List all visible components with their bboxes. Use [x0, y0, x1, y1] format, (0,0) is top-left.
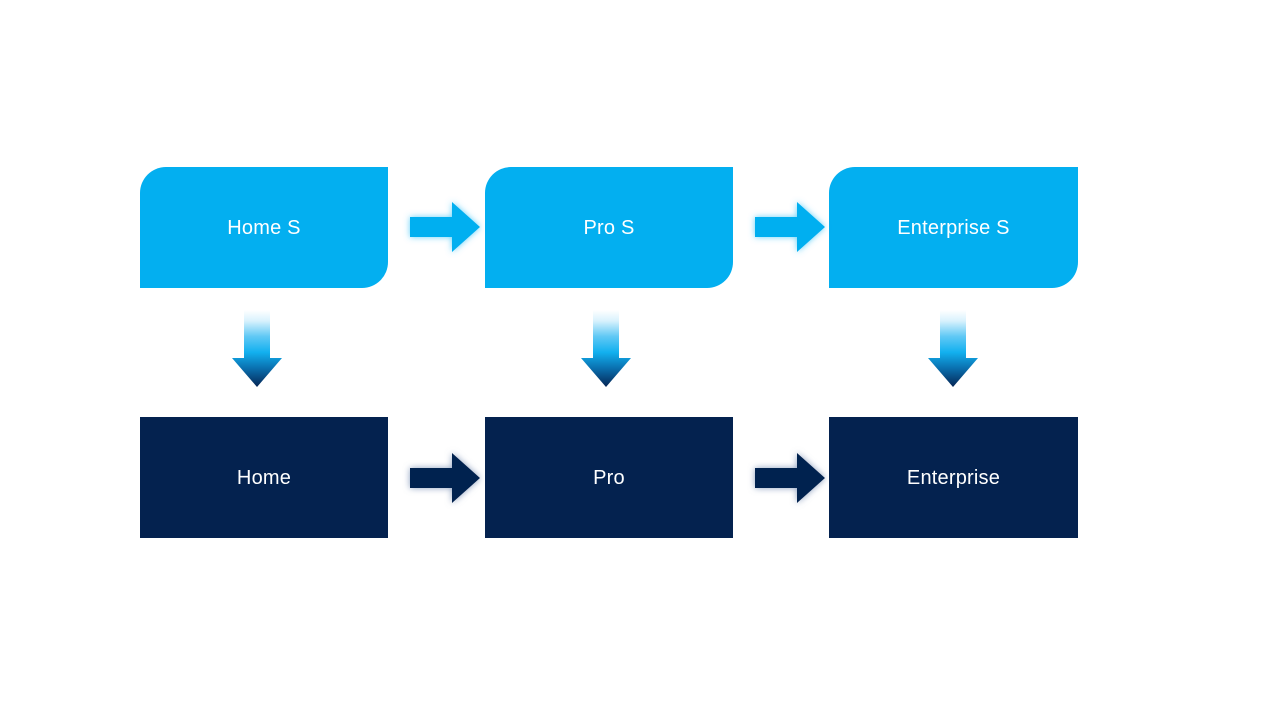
- node-label: Home S: [227, 216, 301, 239]
- node-enterprise-s[interactable]: Enterprise S: [829, 167, 1078, 288]
- connector-home-s-to-pro-s: [408, 200, 482, 254]
- node-label: Pro: [593, 466, 625, 489]
- node-enterprise[interactable]: Enterprise: [829, 417, 1078, 538]
- arrow-right-icon: [755, 453, 825, 503]
- node-pro[interactable]: Pro: [485, 417, 733, 538]
- connector-home-s-to-home: [231, 310, 283, 388]
- node-label: Enterprise: [906, 466, 1001, 489]
- node-label: Home: [236, 466, 292, 489]
- node-home[interactable]: Home: [140, 417, 388, 538]
- arrow-down-icon: [232, 310, 282, 387]
- connector-pro-to-enterprise: [753, 451, 827, 505]
- arrow-right-icon: [410, 453, 480, 503]
- connector-home-to-pro: [408, 451, 482, 505]
- arrow-right-icon: [755, 202, 825, 252]
- node-home-s[interactable]: Home S: [140, 167, 388, 288]
- arrow-right-icon: [410, 202, 480, 252]
- connector-enterprise-s-to-enterprise: [927, 310, 979, 388]
- node-label: Pro S: [583, 216, 635, 239]
- connector-pro-s-to-pro: [580, 310, 632, 388]
- node-label: Enterprise S: [897, 216, 1010, 239]
- connector-pro-s-to-enterprise-s: [753, 200, 827, 254]
- arrow-down-icon: [928, 310, 978, 387]
- arrow-down-icon: [581, 310, 631, 387]
- node-pro-s[interactable]: Pro S: [485, 167, 733, 288]
